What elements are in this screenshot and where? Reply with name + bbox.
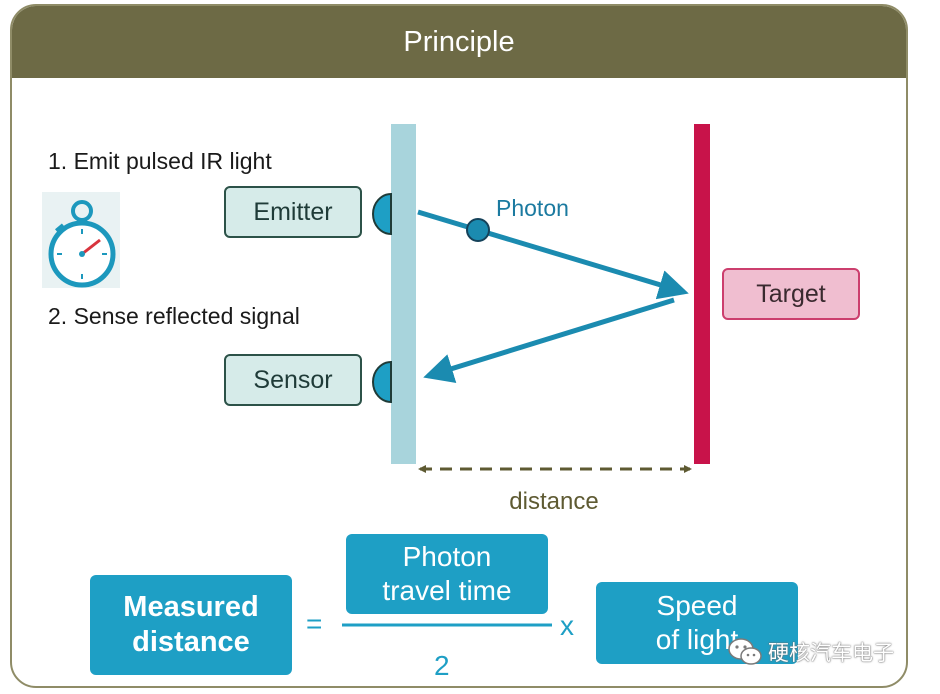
- sensor-bar: [391, 124, 416, 464]
- photon-label: Photon: [496, 195, 569, 221]
- slide-title: Principle: [403, 25, 515, 58]
- emitter-box: Emitter: [224, 186, 362, 238]
- speed-line1: Speed: [656, 590, 738, 622]
- photon-dot: [466, 218, 490, 242]
- speed-of-light-box: Speed of light: [596, 582, 798, 664]
- measured-distance-line2: distance: [132, 626, 250, 658]
- sensor-box: Sensor: [224, 354, 362, 406]
- photon-travel-time-box: Photon travel time: [346, 534, 548, 614]
- emitted-ray-arrow: [417, 209, 689, 300]
- measured-distance-line1: Measured: [123, 591, 259, 624]
- wechat-icon: [728, 638, 762, 665]
- travel-time-line2: travel time: [382, 575, 512, 606]
- target-box: Target: [722, 268, 860, 320]
- watermark-text: 硬核汽车电子: [768, 642, 894, 665]
- step-emit-label: 1. Emit pulsed IR light: [48, 148, 272, 174]
- target-label: Target: [756, 279, 826, 308]
- emitter-label: Emitter: [253, 197, 333, 226]
- distance-label: distance: [509, 488, 598, 515]
- denominator-two: 2: [434, 650, 450, 681]
- equals-sign: =: [306, 608, 323, 639]
- measured-distance-box: Measured distance: [90, 575, 292, 675]
- slide-header: Principle: [12, 6, 906, 78]
- step-sense-label: 2. Sense reflected signal: [48, 303, 300, 329]
- reflected-ray-arrow: [423, 297, 675, 383]
- travel-time-line1: Photon: [402, 541, 492, 573]
- sensor-label: Sensor: [253, 365, 333, 394]
- target-bar: [694, 124, 710, 464]
- multiply-sign: x: [560, 610, 574, 641]
- watermark: 硬核汽车电子: [728, 634, 918, 670]
- speed-line2: of light: [655, 624, 739, 655]
- stopwatch-icon: [42, 192, 120, 288]
- emitter-dome: [372, 192, 392, 236]
- sensor-dome: [372, 360, 392, 404]
